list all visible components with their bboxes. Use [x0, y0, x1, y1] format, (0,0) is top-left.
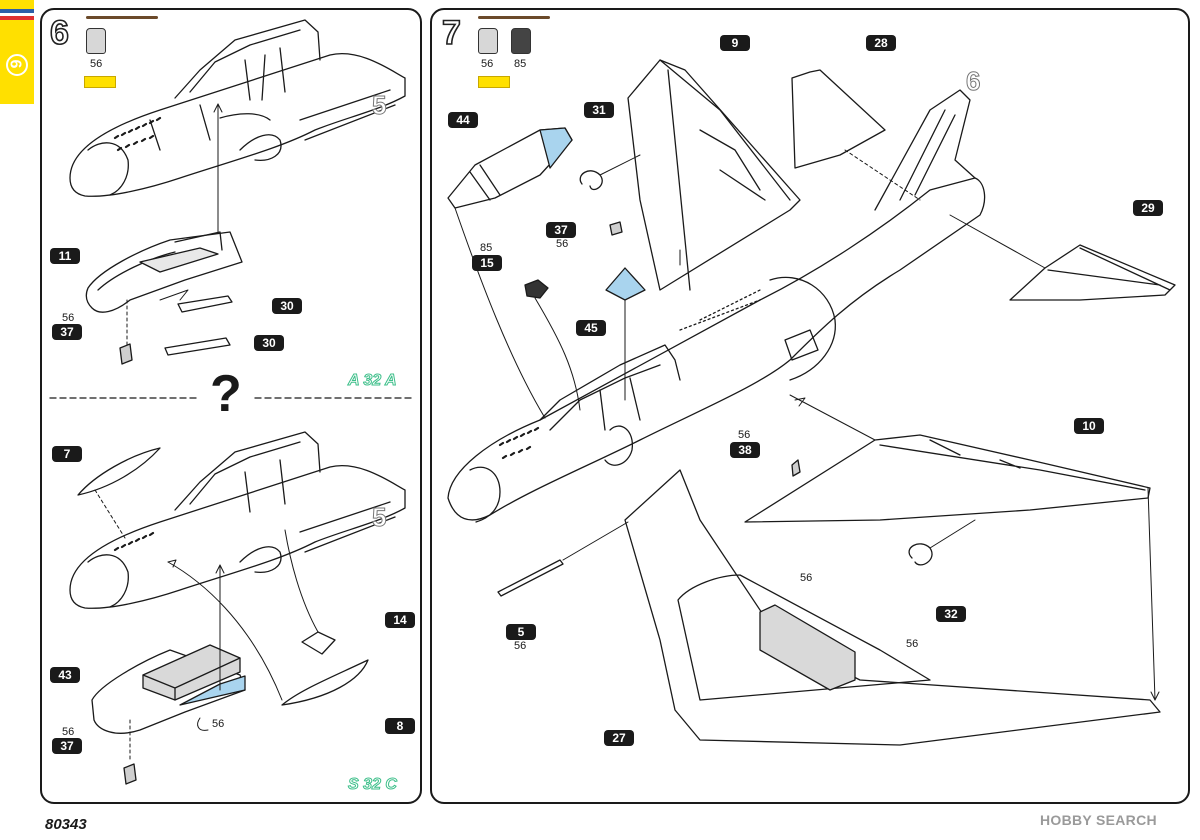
part-43-tray: [91, 564, 246, 734]
part-tag-43: 43: [50, 667, 80, 683]
part-tag-38: 38: [730, 442, 760, 458]
paint-ref-56-part5: 56: [514, 640, 527, 652]
part-tag-37-step7: 37: [546, 222, 576, 238]
part-tag-32: 32: [936, 606, 966, 622]
part-11-tray: [85, 103, 243, 313]
part-tag-31: 31: [584, 102, 614, 118]
paint-ref-56-part37: 56: [556, 238, 569, 250]
paint-ref-56-step6-top: 56: [62, 312, 75, 324]
part-38-shape: [791, 459, 801, 477]
part-30b-shape: [164, 337, 231, 356]
part-14-shape: [301, 631, 336, 655]
paint-ref-56-tray: 56: [212, 718, 225, 730]
part-tag-44: 44: [448, 112, 478, 128]
part-10-wing: [744, 394, 1151, 523]
part-tag-15: 15: [472, 255, 502, 271]
paint-jar-85-step7: [511, 28, 531, 54]
variant-question-mark: ?: [210, 365, 242, 423]
part-37-step6b-shape: [123, 763, 137, 785]
part-31-shape: [579, 170, 603, 191]
part-37-step7-shape: [609, 221, 623, 236]
part-15-shape: [524, 279, 549, 299]
part-tag-37-step6-bottom: 37: [52, 738, 82, 754]
part-tag-30-a: 30: [272, 298, 302, 314]
paint-label-step6: 56: [90, 58, 103, 70]
part-45-shape: [605, 267, 646, 301]
part-5-shape: [497, 559, 564, 597]
fuselage-nose-top: [69, 19, 406, 197]
part-tag-11: 11: [50, 248, 80, 264]
ref-6-step7: 6: [965, 66, 981, 97]
part-7-shape: [77, 447, 161, 496]
part-tag-29: 29: [1133, 200, 1163, 216]
paint-ref-56-hull: 56: [906, 638, 919, 650]
part-27-lower-hull: [624, 469, 1161, 746]
part-tag-14: 14: [385, 612, 415, 628]
part-9-tail: [627, 59, 801, 291]
part-tag-8: 8: [385, 718, 415, 734]
step-7-number: 7: [441, 13, 462, 53]
paint-label-step7-b: 85: [514, 58, 527, 70]
variant-label-a32a: A 32 A: [348, 372, 398, 390]
paint-label-step7-a: 56: [481, 58, 494, 70]
part-28-shape: [791, 69, 886, 169]
paint-jar-56-step7: [478, 28, 498, 54]
part-44-canopy: [447, 127, 573, 419]
part-30a-shape: [177, 295, 233, 313]
part-tag-30-b: 30: [254, 335, 284, 351]
fuselage-nose-bottom: [69, 431, 406, 609]
paint-ref-56-part38: 56: [738, 429, 751, 441]
paint-ref-85-part15: 85: [480, 242, 493, 254]
brush-icon-step6: [86, 16, 158, 19]
part-tag-9: 9: [720, 35, 750, 51]
ref-5-step6-top: 5: [371, 90, 387, 121]
watermark: HOBBY SEARCH: [1040, 812, 1157, 828]
part-tag-5: 5: [506, 624, 536, 640]
flag-stripes: [0, 9, 34, 76]
part-tag-37-step6-top: 37: [52, 324, 82, 340]
part-tag-28: 28: [866, 35, 896, 51]
brush-icon-step7: [478, 16, 550, 19]
variant-label-s32c: S 32 C: [348, 776, 398, 794]
ref-5-step6-bottom: 5: [371, 502, 387, 533]
part-tag-7: 7: [52, 446, 82, 462]
part-8-shape: [281, 659, 369, 706]
airframe: [447, 89, 986, 523]
part-tag-45: 45: [576, 320, 606, 336]
paint-ref-56-block: 56: [800, 572, 813, 584]
paint-jar-56-step6: [86, 28, 106, 54]
page-code: 80343: [45, 816, 87, 833]
part-32-shape: [908, 543, 933, 566]
paint-ref-56-step6-bottom: 56: [62, 726, 75, 738]
glue-icon-step6: [84, 76, 116, 88]
step-6-number: 6: [49, 13, 70, 53]
glue-icon-step7: [478, 76, 510, 88]
part-tag-10: 10: [1074, 418, 1104, 434]
part-37-step6a-shape: [119, 343, 133, 365]
part-tag-27: 27: [604, 730, 634, 746]
